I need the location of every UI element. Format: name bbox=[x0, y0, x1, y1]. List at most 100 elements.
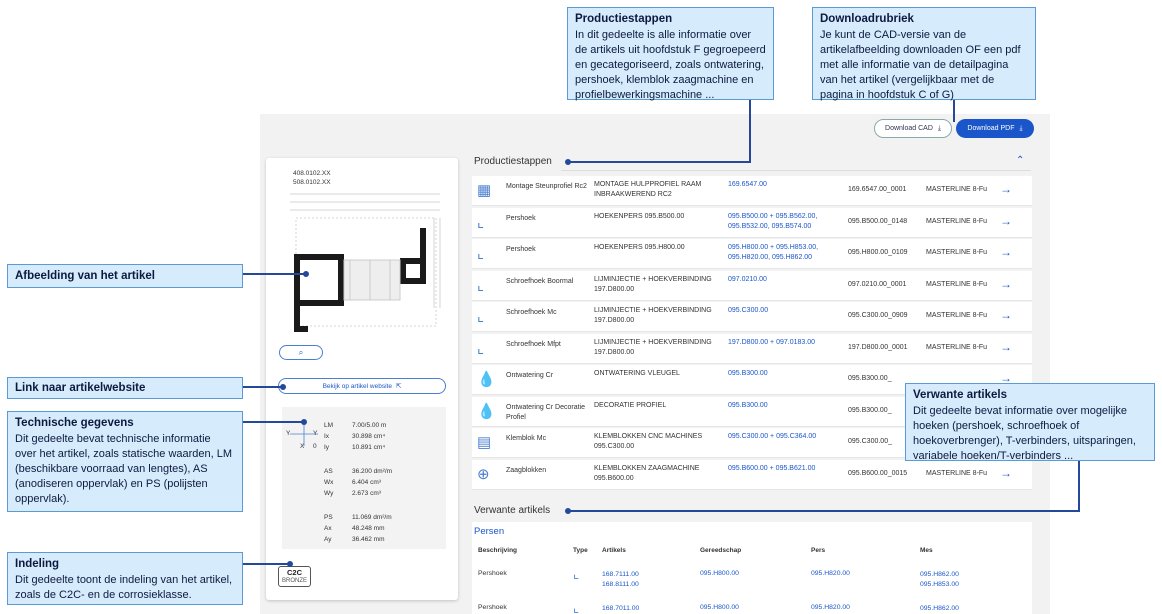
axis-origin-label: 0 bbox=[313, 443, 317, 450]
callout-text: Dit gedeelte bevat informatie over mogel… bbox=[913, 405, 1136, 462]
step-description: LIJMINJECTIE + HOEKVERBINDING 197.D800.0… bbox=[594, 338, 712, 356]
collapse-chevron-icon[interactable]: ⌃ bbox=[1016, 155, 1025, 166]
zoom-button[interactable]: ⌕ bbox=[279, 345, 323, 360]
callout-indeling: Indeling Dit gedeelte toont de indeling … bbox=[7, 552, 243, 605]
corner-icon: ⌞ bbox=[573, 566, 580, 581]
tech-value: 36.200 dm²/m bbox=[352, 468, 393, 475]
verwante-pers[interactable]: 095.H820.00 bbox=[811, 570, 850, 577]
step-description: HOEKENPERS 095.B500.00 bbox=[594, 212, 685, 220]
step-article-links[interactable]: 095.C300.00 bbox=[728, 307, 769, 314]
step-series: MASTERLINE 8-Fu bbox=[926, 280, 988, 288]
tech-value: 2.673 cm³ bbox=[352, 490, 381, 497]
step-article-links[interactable]: 095.B300.00 bbox=[728, 370, 768, 377]
verwante-row[interactable]: Pershoek ⌞ 168.7111.00 168.8111.00 095.H800… bbox=[478, 566, 1028, 596]
axis-y-label: Y bbox=[286, 430, 291, 437]
step-series: MASTERLINE 8-Fu bbox=[926, 217, 988, 225]
verwante-desc: Pershoek bbox=[478, 570, 507, 577]
step-description: LIJMINJECTIE + HOEKVERBINDING 197.D800.0… bbox=[594, 275, 712, 293]
step-description: ONTWATERING VLEUGEL bbox=[594, 370, 680, 377]
col-mes: Mes bbox=[920, 547, 933, 554]
verwante-artikels[interactable]: 168.7111.00 168.8111.00 bbox=[602, 571, 639, 588]
step-name: Schroefhoek Mc bbox=[506, 309, 557, 316]
tech-key: Ax bbox=[324, 525, 332, 532]
arrow-right-icon[interactable]: → bbox=[1000, 245, 1012, 259]
callout-text: Dit gedeelte bevat technische informatie… bbox=[15, 433, 233, 505]
step-name: Montage Steunprofiel Rc2 bbox=[506, 183, 587, 190]
tech-value: 6.404 cm³ bbox=[352, 479, 381, 486]
download-icon: ⤓ bbox=[1019, 124, 1023, 132]
tech-value: 36.462 mm bbox=[352, 536, 385, 543]
verwante-pers[interactable]: 095.H820.00 bbox=[811, 604, 850, 611]
corner-icon: ⌞ bbox=[477, 245, 485, 262]
step-article-links[interactable]: 095.B600.00 + 095.B621.00 bbox=[728, 464, 816, 472]
water-icon: 💧 bbox=[477, 402, 496, 420]
technical-data-box bbox=[282, 407, 446, 549]
step-code: 097.0210.00_0001 bbox=[848, 280, 907, 288]
tech-key: Wx bbox=[324, 479, 334, 486]
arrow-right-icon[interactable]: → bbox=[1000, 213, 1012, 228]
callout-downloadrubriek: Downloadrubriek Je kunt de CAD-versie va… bbox=[812, 7, 1036, 101]
step-article-links[interactable]: 095.C300.00 + 095.C364.00 bbox=[728, 433, 817, 440]
verwante-mes[interactable]: 095.H862.00 bbox=[920, 605, 959, 612]
step-article-links[interactable]: 095.B300.00 bbox=[728, 401, 768, 409]
step-name: Ontwatering Cr bbox=[506, 372, 554, 379]
callout-text: Je kunt de CAD-versie van de artikelafbe… bbox=[820, 29, 1021, 101]
tech-value: 48.248 mm bbox=[352, 525, 385, 532]
step-code: 095.H800.00_0109 bbox=[848, 249, 908, 256]
step-article-links[interactable]: 197.D800.00 + 097.0183.00 bbox=[728, 338, 815, 346]
verwante-mes[interactable]: 095.H862.00 095.H853.00 bbox=[920, 571, 959, 588]
step-article-links[interactable]: 097.0210.00 bbox=[728, 275, 767, 283]
step-code: 095.C300.00_0909 bbox=[848, 312, 908, 319]
step-article-links[interactable]: 095.B500.00 + 095.B562.00, 095.B532.00, … bbox=[728, 212, 818, 230]
verwante-title: Verwante artikels bbox=[474, 505, 551, 516]
arrow-right-icon[interactable]: → bbox=[1000, 371, 1012, 385]
download-cad-label: Download CAD bbox=[885, 125, 933, 132]
step-name: Ontwatering Cr Decoratie Profiel bbox=[506, 403, 585, 421]
tech-key: AS bbox=[324, 468, 333, 475]
arrow-right-icon[interactable]: → bbox=[1000, 308, 1012, 322]
step-name: Pershoek bbox=[506, 214, 536, 222]
article-website-link[interactable]: Bekijk op artikel website ⇱ bbox=[278, 378, 446, 394]
c2c-level: BRONZE bbox=[281, 578, 307, 584]
step-code: 169.6547.00_0001 bbox=[848, 186, 907, 193]
tech-key: Wy bbox=[324, 490, 334, 497]
callout-title: Afbeelding van het artikel bbox=[15, 270, 155, 282]
tech-key: Ay bbox=[324, 536, 332, 543]
step-article-links[interactable]: 095.H800.00 + 095.H853.00, 095.H820.00, … bbox=[728, 244, 819, 261]
download-cad-button[interactable]: Download CAD ⤓ bbox=[874, 119, 952, 138]
verwante-artikels[interactable]: 168.7011.00 bbox=[602, 605, 640, 612]
arrow-right-icon[interactable]: → bbox=[1000, 465, 1012, 480]
c2c-label: C2C bbox=[286, 568, 302, 577]
step-code: 095.C300.00_ bbox=[848, 438, 892, 445]
arrow-right-icon[interactable]: → bbox=[1000, 339, 1012, 354]
corner-icon: ⌞ bbox=[477, 339, 485, 357]
axis-y-label-right: Y bbox=[313, 430, 318, 437]
verwante-gereedschap[interactable]: 095.H800.00 bbox=[700, 604, 739, 611]
step-description: KLEMBLOKKEN ZAAGMACHINE 095.B600.00 bbox=[594, 464, 700, 482]
tech-value: 30.898 cm⁴ bbox=[352, 433, 386, 440]
arrow-right-icon[interactable]: → bbox=[1000, 276, 1012, 291]
clamp-icon: ▤ bbox=[477, 434, 492, 451]
corner-icon: ⌞ bbox=[573, 600, 580, 614]
step-description: LIJMINJECTIE + HOEKVERBINDING 197.D800.0… bbox=[594, 307, 712, 324]
tech-group-2: AS 36.200 dm²/m Wx 6.404 cm³ Wy 2.673 cm³ bbox=[324, 466, 392, 499]
download-pdf-button[interactable]: Download PDF ⤓ bbox=[956, 119, 1034, 138]
productiestap-row[interactable]: ⌞ Schroefhoek Mfpt LIJMINJECTIE + HOEKVERB… bbox=[472, 333, 1032, 364]
arrow-right-icon[interactable]: → bbox=[1000, 182, 1012, 196]
step-description: MONTAGE HULPPROFIEL RAAM INBRAAKWEREND R… bbox=[594, 181, 702, 198]
step-code: 095.B300.00_ bbox=[848, 406, 892, 414]
verwante-gereedschap[interactable]: 095.H800.00 bbox=[700, 570, 739, 577]
step-article-links[interactable]: 169.6547.00 bbox=[728, 181, 767, 188]
step-name: Schroefhoek Mfpt bbox=[506, 340, 561, 348]
step-name: Pershoek bbox=[506, 246, 536, 253]
step-series: MASTERLINE 8-Fu bbox=[926, 312, 988, 319]
